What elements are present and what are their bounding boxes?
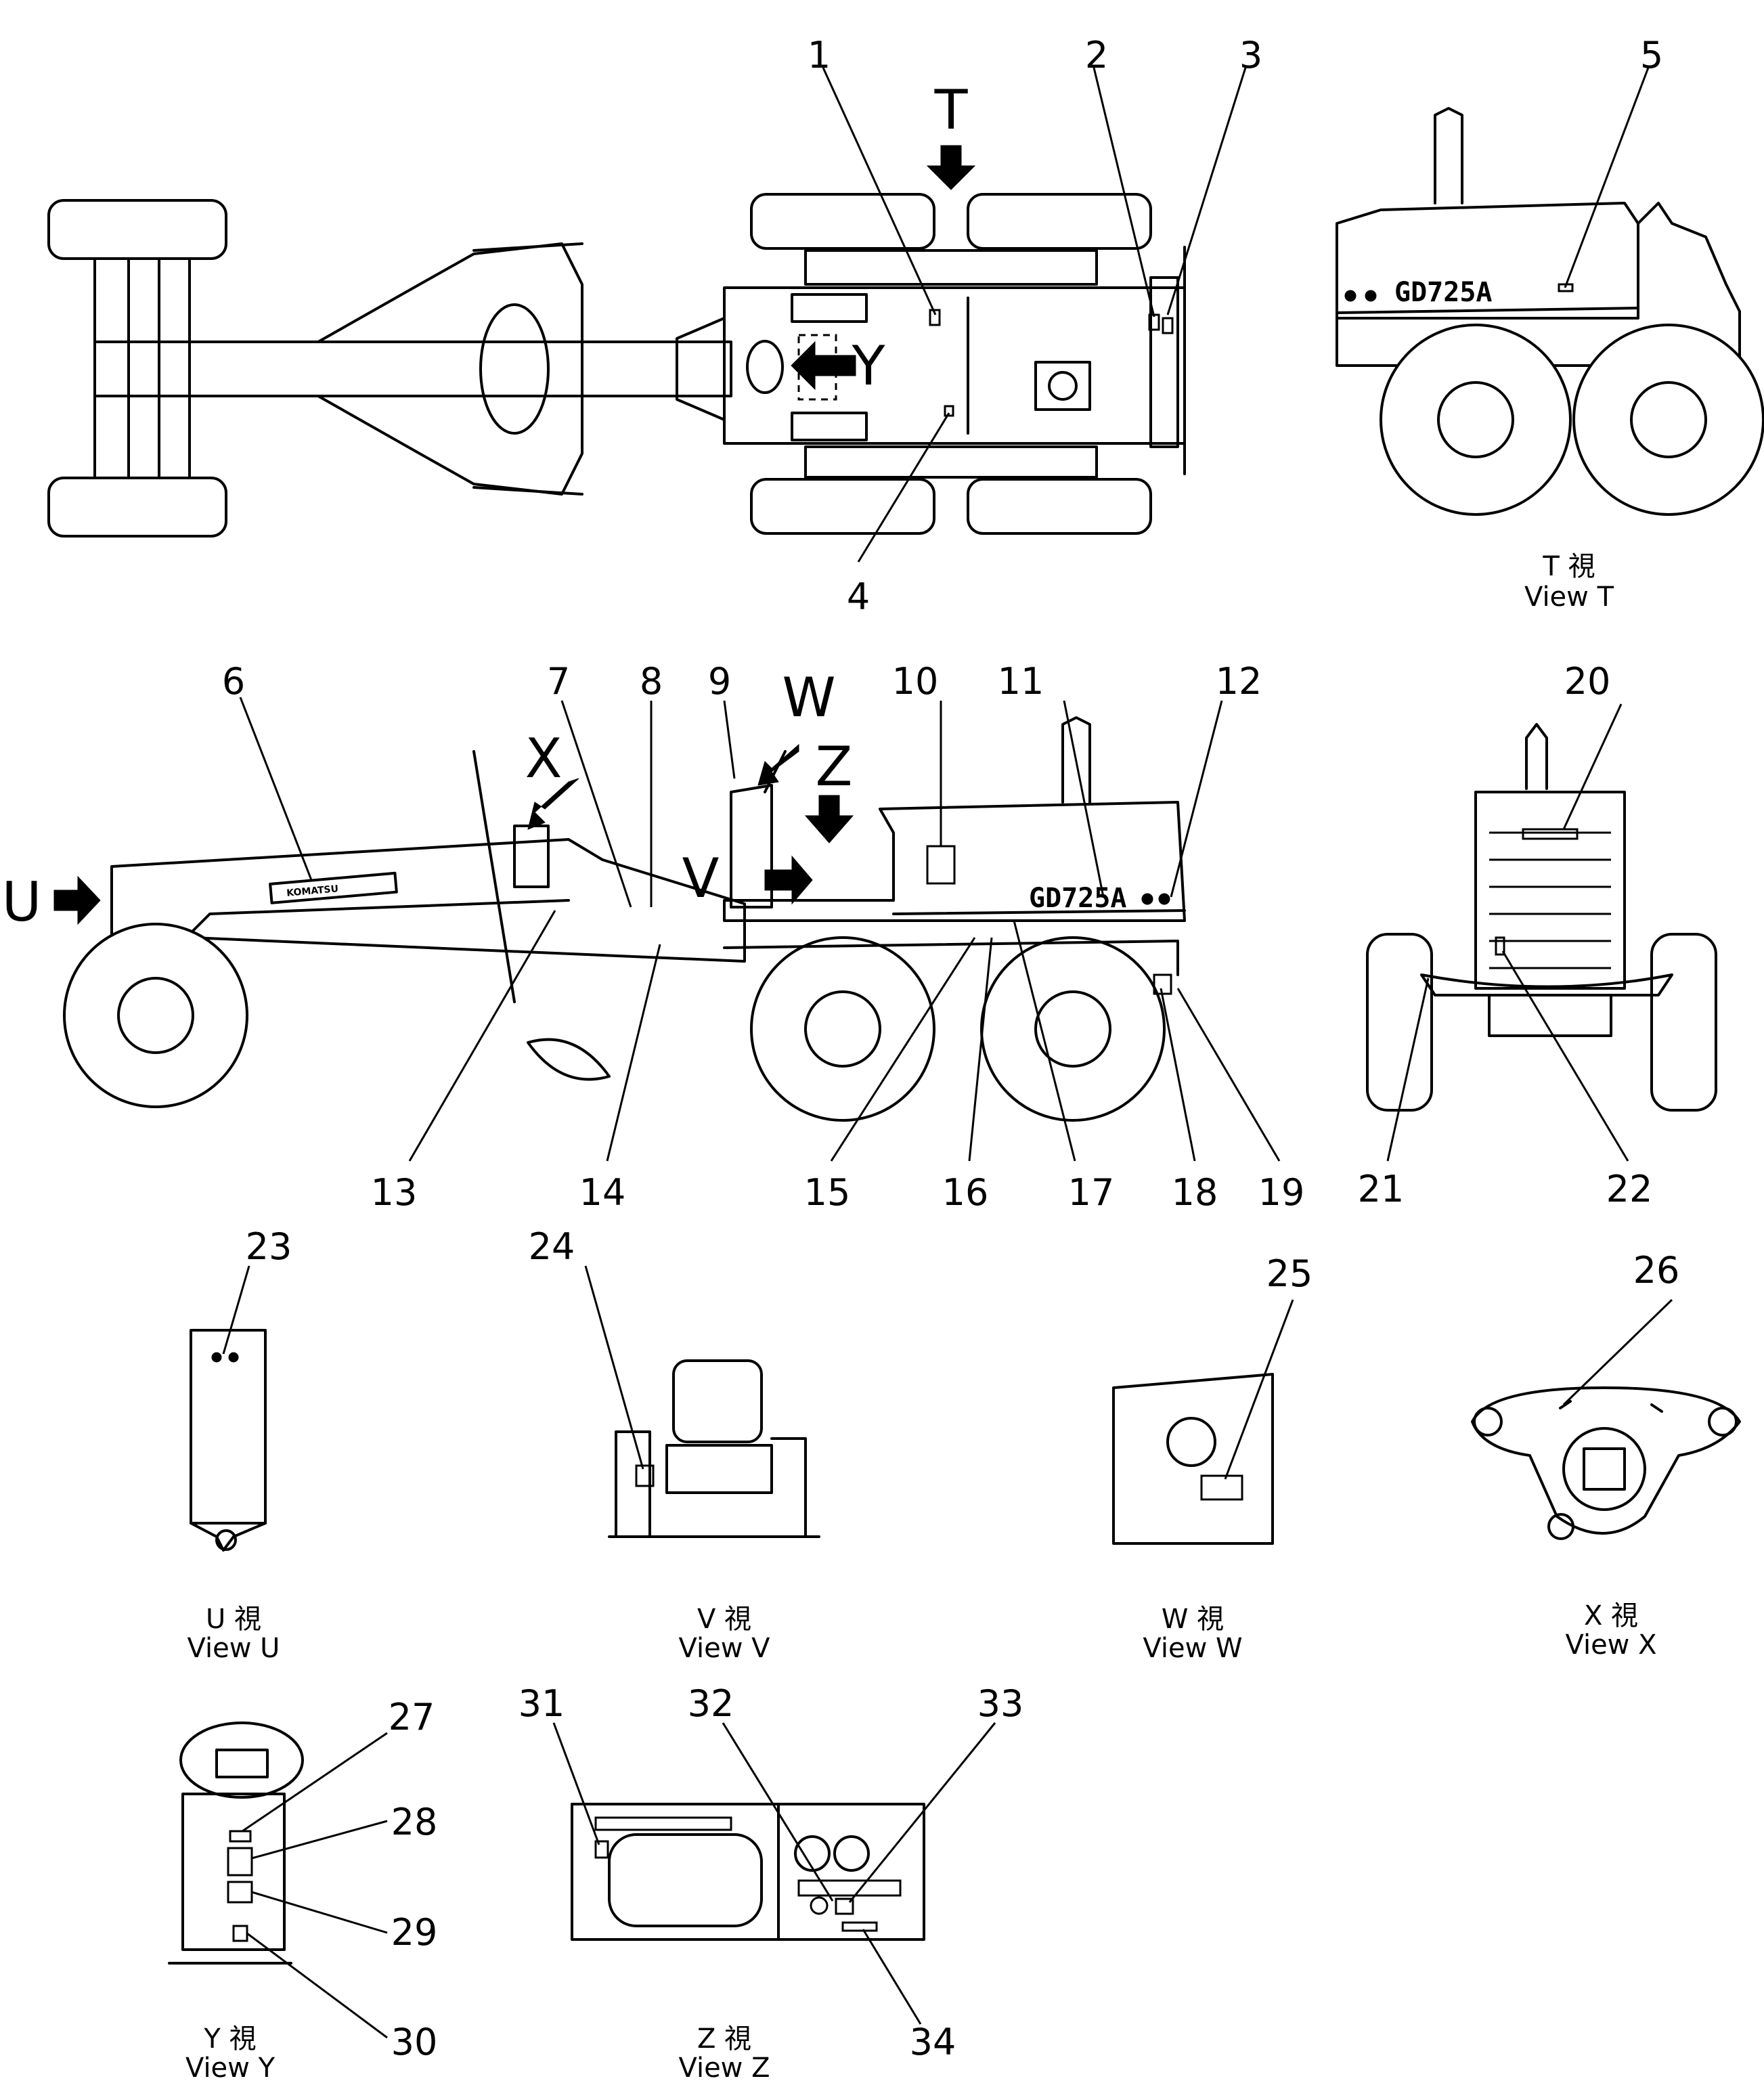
view-letter-x: X	[525, 727, 563, 790]
callout-27: 27	[389, 1696, 435, 1738]
view-letter-y: Y	[852, 334, 886, 397]
callout-10: 10	[892, 660, 939, 703]
callout-25: 25	[1266, 1252, 1313, 1295]
caption-v-en: View V	[679, 1633, 771, 1664]
callout-20: 20	[1564, 660, 1611, 703]
view-captions: T 視 View T U 視 View U V 視 View V W 視 Vie…	[185, 551, 1657, 2083]
callout-29: 29	[391, 1911, 438, 1954]
caption-x-en: View X	[1565, 1629, 1656, 1661]
callout-9: 9	[708, 660, 731, 703]
leader-lines	[222, 67, 1673, 2039]
brand-label: KOMATSU	[286, 883, 339, 899]
caption-y-en: View Y	[185, 2053, 275, 2083]
callout-7: 7	[547, 660, 570, 703]
caption-u-jp: U 視	[206, 1604, 261, 1635]
callout-15: 15	[804, 1171, 851, 1214]
view-letter-t: T	[934, 79, 969, 141]
callout-2: 2	[1085, 34, 1108, 76]
callout-32: 32	[688, 1682, 734, 1725]
callout-18: 18	[1172, 1171, 1218, 1214]
callout-3: 3	[1239, 34, 1262, 76]
side-elevation-view: KOMATSU GD725A	[53, 716, 1186, 1122]
callout-5: 5	[1640, 34, 1663, 76]
callout-1: 1	[808, 34, 831, 76]
callout-14: 14	[579, 1171, 626, 1214]
callout-34: 34	[910, 2021, 956, 2063]
caption-z-jp: Z 視	[697, 2023, 751, 2055]
model-label-side: GD725A	[1029, 883, 1127, 914]
caption-y-jp: Y 視	[203, 2023, 256, 2055]
caption-t-en: View T	[1524, 582, 1614, 613]
caption-v-jp: V 視	[697, 1604, 751, 1635]
view-t-drawing: GD725A	[1336, 107, 1764, 516]
callout-4: 4	[847, 575, 870, 618]
view-u-drawing	[190, 1329, 267, 1552]
callout-16: 16	[942, 1171, 989, 1214]
caption-u-en: View U	[188, 1633, 280, 1664]
callout-26: 26	[1633, 1249, 1680, 1292]
callout-numbers: 1 2 3 4 5 6 7 8 9 10 11 12 13 14 15 16 1…	[222, 34, 1680, 2063]
view-letters: T Y U X W Z V	[2, 79, 969, 934]
callout-11: 11	[998, 660, 1044, 703]
model-label-rear: GD725A	[1394, 277, 1493, 308]
callout-21: 21	[1358, 1168, 1405, 1210]
callout-28: 28	[391, 1801, 438, 1843]
view-x-drawing	[1471, 1386, 1741, 1540]
caption-w-en: View W	[1143, 1633, 1242, 1664]
rear-view	[1366, 723, 1717, 1112]
callout-19: 19	[1258, 1171, 1305, 1214]
view-w-drawing	[1112, 1373, 1274, 1545]
callout-6: 6	[222, 660, 245, 703]
callout-12: 12	[1216, 660, 1262, 703]
view-z-drawing	[571, 1803, 925, 1941]
callout-13: 13	[371, 1171, 418, 1214]
callout-22: 22	[1606, 1168, 1653, 1210]
top-plan-view	[47, 145, 1186, 538]
caption-w-jp: W 視	[1162, 1604, 1224, 1635]
caption-z-en: View Z	[678, 2053, 770, 2083]
callout-30: 30	[391, 2021, 438, 2063]
callout-33: 33	[977, 1682, 1024, 1725]
view-v-drawing	[608, 1359, 820, 1538]
callout-17: 17	[1068, 1171, 1115, 1214]
view-letter-u: U	[2, 871, 42, 934]
callout-31: 31	[519, 1682, 565, 1725]
view-letter-z: Z	[816, 735, 853, 798]
view-letter-w: W	[782, 666, 835, 729]
caption-x-jp: X 視	[1584, 1600, 1638, 1631]
callout-24: 24	[529, 1225, 575, 1268]
callout-8: 8	[640, 660, 663, 703]
view-y-drawing	[168, 1722, 304, 1965]
view-letter-v: V	[682, 847, 720, 910]
caption-t-jp: T 視	[1542, 551, 1595, 582]
callout-23: 23	[246, 1225, 292, 1268]
